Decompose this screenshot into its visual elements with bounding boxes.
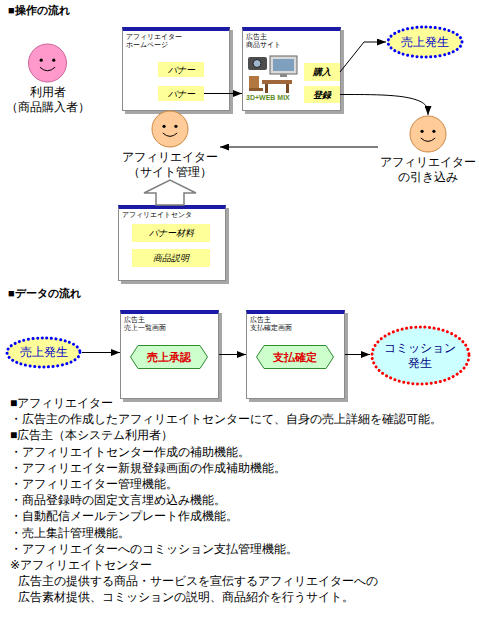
face-circle <box>152 111 188 147</box>
camera-body <box>248 57 267 70</box>
table-leg <box>265 84 268 93</box>
box-label: バナー材料 <box>149 228 194 238</box>
ellipse-label: コミッション 発生 <box>380 341 461 371</box>
block-arrow <box>144 180 196 205</box>
window-title: 広告主 支払確定画面 <box>250 316 280 332</box>
table-leg <box>286 84 289 93</box>
note-line: ・アフィリエイターへのコミッション支払管理機能。 <box>10 541 298 557</box>
banner-box: バナー <box>158 62 204 77</box>
hexagon-label: 支払確定 <box>273 350 317 365</box>
chair-seat <box>249 88 263 91</box>
monitor-frame <box>270 56 297 74</box>
screen-window: アフィリエイトセンタバナー材料商品説明 <box>118 205 226 281</box>
screen-window: 広告主 商品サイト購入登録 <box>242 27 341 111</box>
face-eye <box>162 125 165 128</box>
affiliate-figure: アフィリエイター （サイト管理） <box>120 110 220 180</box>
result-ellipse: コミッション 発生 <box>370 325 471 386</box>
flow-arrow <box>340 95 428 116</box>
face-icon <box>0 43 95 83</box>
event-ellipse: 売上発生 <box>5 336 82 369</box>
face-eye <box>40 59 43 62</box>
monitor-stand <box>280 74 287 77</box>
face-eye <box>432 130 435 133</box>
box-label: 商品説明 <box>153 253 189 263</box>
face-eye <box>52 59 55 62</box>
window-title: アフィリエイトセンタ <box>122 211 152 219</box>
event-ellipse: 売上発生 <box>386 25 464 59</box>
note-line: ※アフィリエイトセンター <box>10 557 152 573</box>
flow-arrow <box>340 42 386 72</box>
camera-lens <box>253 60 261 68</box>
face-icon <box>378 115 478 153</box>
ellipse-shape <box>388 27 462 57</box>
figure-label: アフィリエイター （サイト管理） <box>120 150 220 180</box>
action-box: 登録 <box>304 86 340 103</box>
hexagon-shape <box>131 346 208 369</box>
ellipse-shape <box>372 327 469 384</box>
monitor-screen <box>273 59 294 71</box>
window-title: 広告主 商品サイト <box>246 33 276 49</box>
note-line: ・アフィリエイター新規登録画面の作成補助機能。 <box>10 460 286 476</box>
note-line: ・自動配信メールテンプレート作成機能。 <box>10 508 238 524</box>
section-heading: ■データの流れ <box>8 285 81 301</box>
window-title: アフィリエイター ホームページ <box>126 33 156 49</box>
action-box: 購入 <box>304 63 340 81</box>
material-box: バナー材料 <box>132 224 210 242</box>
chair-back <box>249 76 259 90</box>
face-smile <box>163 133 177 136</box>
figure-label: アフィリエイター の引き込み <box>378 155 478 185</box>
note-paragraph: 広告主の提供する商品・サービスを宣伝するアフィリエイターへの 広告素材提供、コミ… <box>18 573 418 605</box>
box-label: 登録 <box>313 90 331 100</box>
window-title: 広告主 売上一覧画面 <box>124 316 154 332</box>
box-label: 購入 <box>313 67 331 77</box>
face-eye <box>174 125 177 128</box>
note-line: ・アフィリエイター管理機能。 <box>10 476 178 492</box>
flow-arrow <box>82 352 120 353</box>
note-line: ・アフィリエイトセンター作成の補助機能。 <box>10 444 250 460</box>
screen-window: 広告主 支払確定画面支払確定 <box>246 310 345 399</box>
step-hexagon: 売上承認 <box>130 345 208 369</box>
hexagon-shape <box>257 346 334 369</box>
flow-arrow <box>345 354 370 355</box>
table-top <box>262 80 292 84</box>
face-circle <box>29 44 67 82</box>
hexagon-label: 売上承認 <box>147 350 191 365</box>
affiliate-figure: アフィリエイター の引き込み <box>378 115 478 185</box>
face-circle <box>410 116 446 152</box>
figure-label: 利用者 （商品購入者） <box>0 85 95 115</box>
user-figure: 利用者 （商品購入者） <box>0 43 95 135</box>
note-line: ・広告主の作成したアフィリエイトセンターにて、自身の売上詳細を確認可能。 <box>10 411 442 427</box>
banner-box: バナー <box>158 86 204 101</box>
step-hexagon: 支払確定 <box>256 345 334 369</box>
box-label: バナー <box>168 89 195 99</box>
face-smile <box>40 67 55 71</box>
flow-arrow <box>219 354 246 355</box>
section-heading: ■操作の流れ <box>8 2 70 18</box>
face-smile <box>421 138 435 141</box>
screen-window: 広告主 売上一覧画面売上承認 <box>120 310 219 399</box>
face-icon <box>120 110 220 148</box>
note-line: ■広告主（本システム利用者） <box>10 427 173 443</box>
face-eye <box>420 130 423 133</box>
screen-window: アフィリエイター ホームページバナーバナー <box>122 27 230 111</box>
material-box: 商品説明 <box>132 249 210 267</box>
flow-arrow <box>220 147 378 148</box>
ellipse-label: 売上発生 <box>394 35 456 50</box>
ellipse-label: 売上発生 <box>13 345 75 360</box>
ellipse-shape <box>7 338 80 367</box>
note-line: ・商品登録時の固定文言埋め込み機能。 <box>10 492 226 508</box>
box-label: バナー <box>168 65 195 75</box>
flow-arrow <box>204 93 242 94</box>
note-line: ・売上集計管理機能。 <box>10 525 130 541</box>
note-line: ■アフィリエイター <box>10 395 113 411</box>
